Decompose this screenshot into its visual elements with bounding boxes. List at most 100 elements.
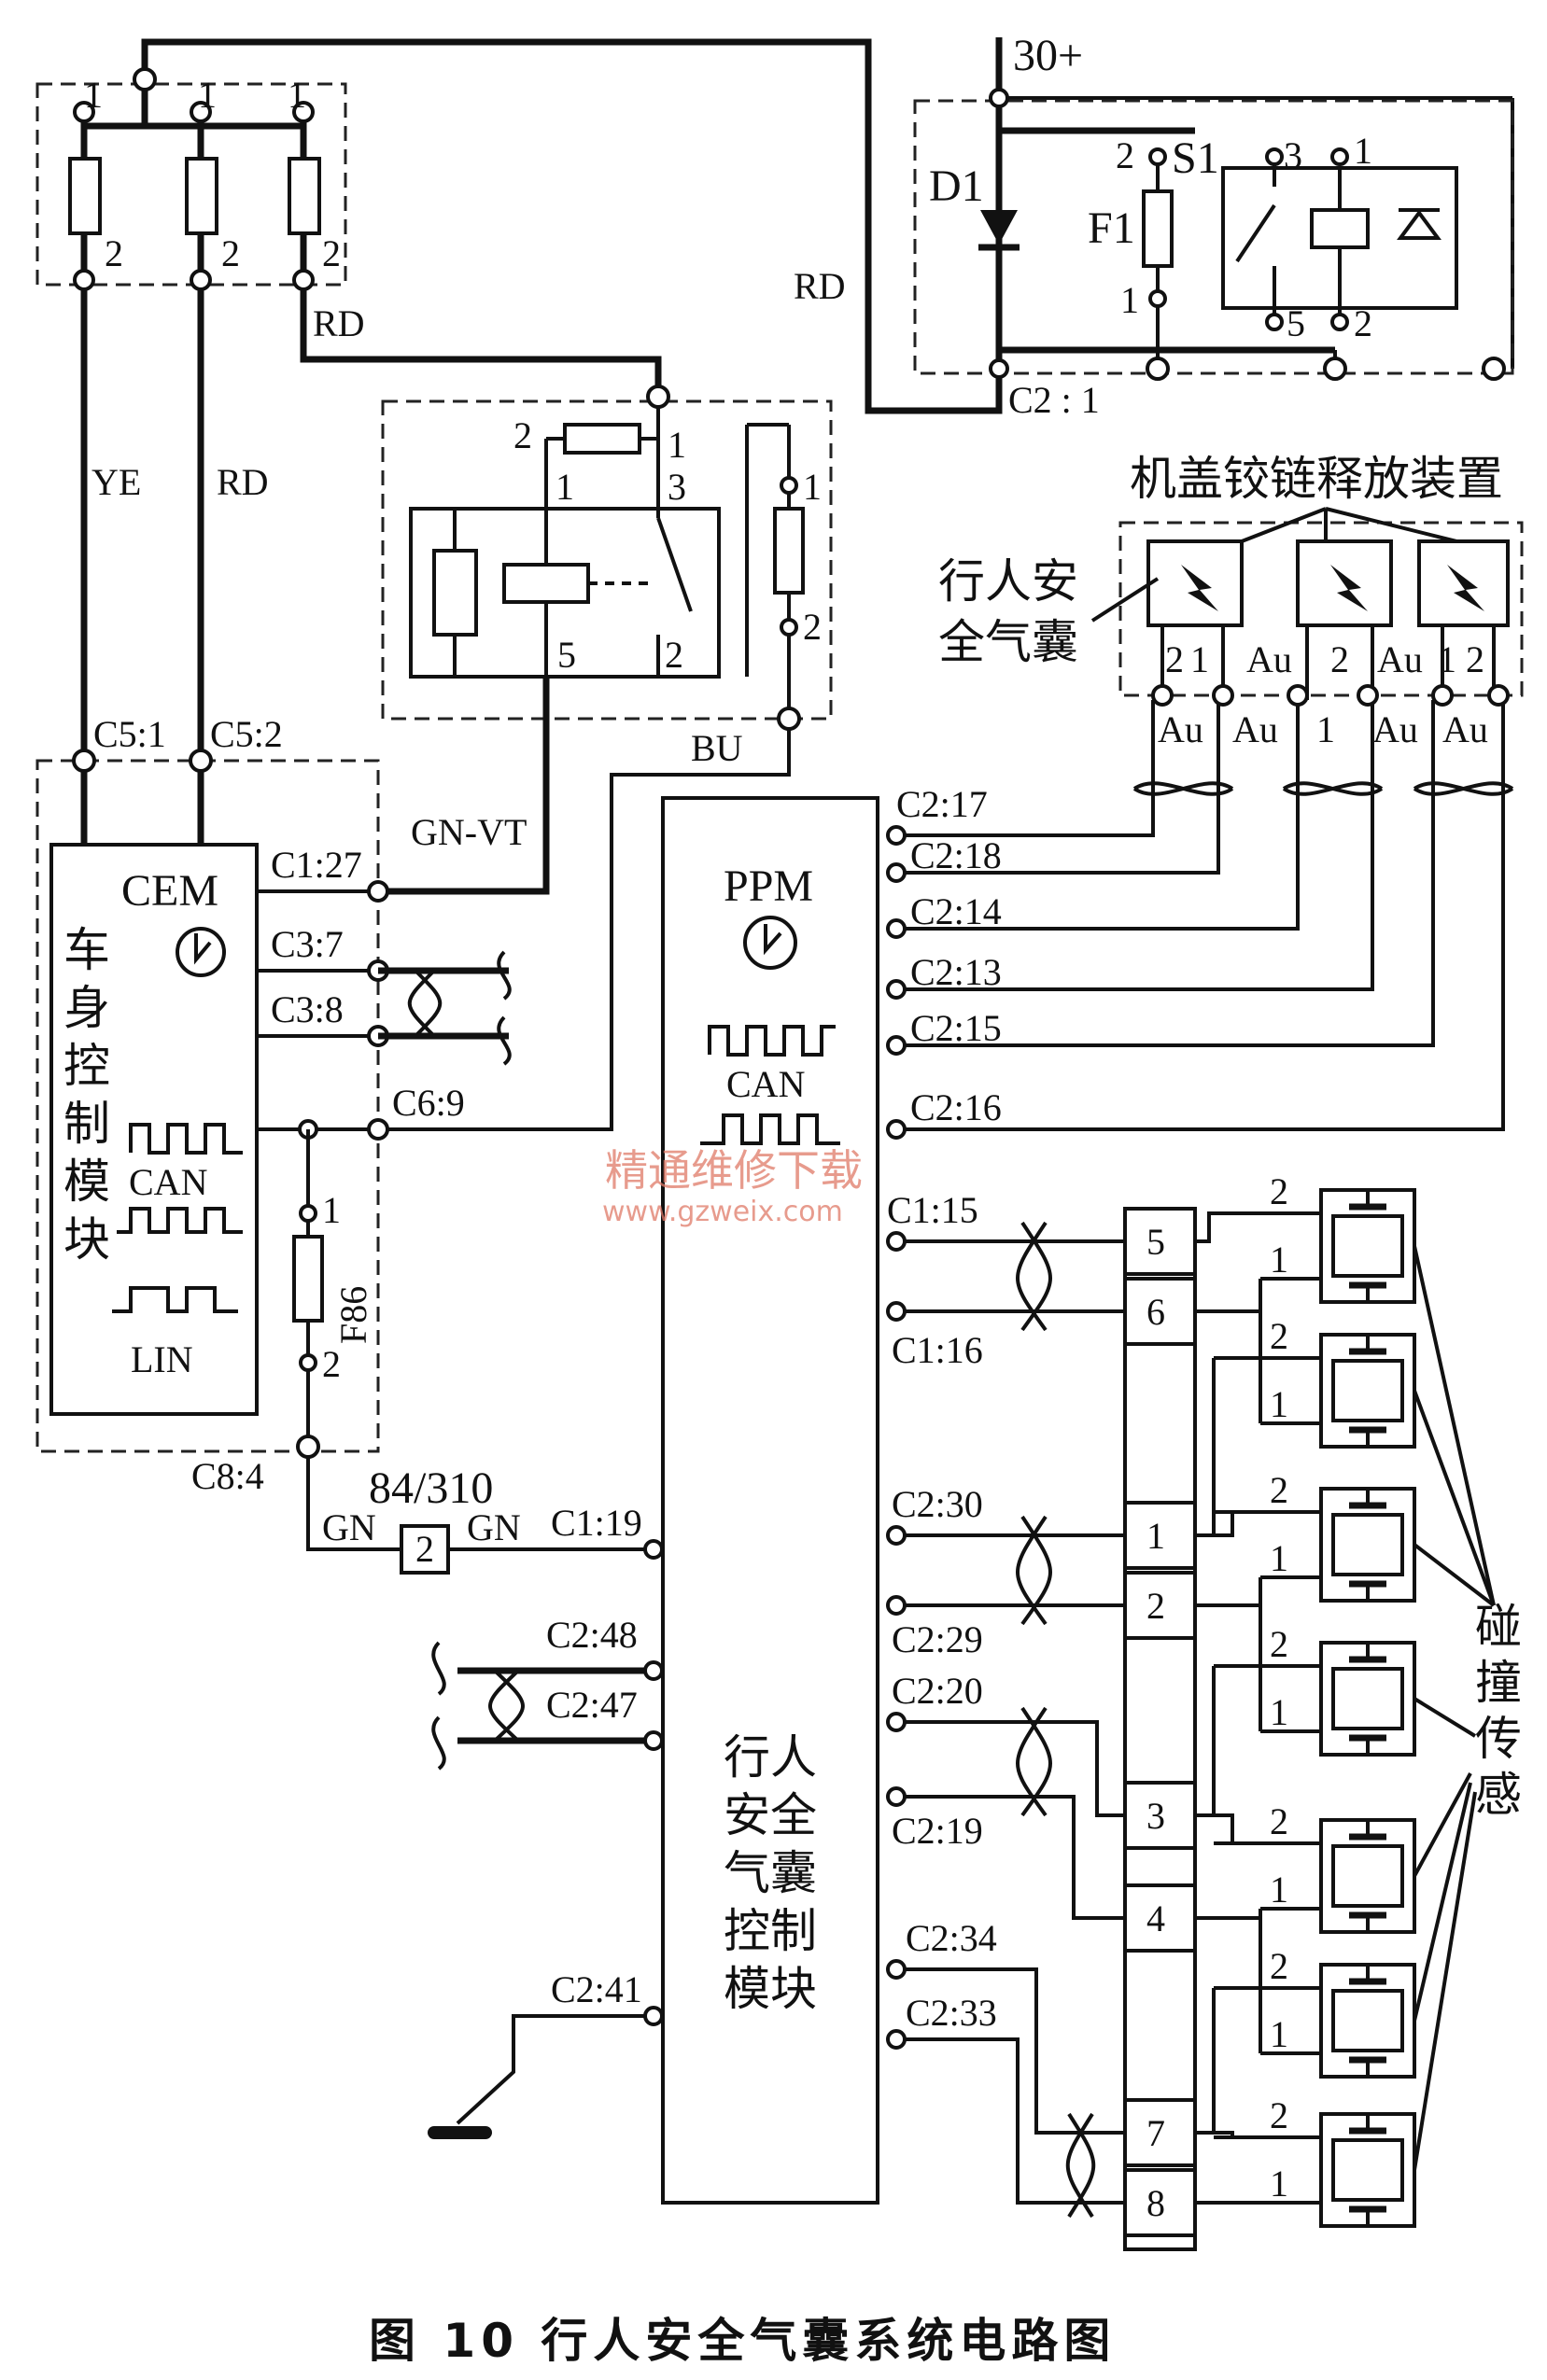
switch-s1-label: S1 bbox=[1172, 133, 1219, 183]
connector-c2-15: C2:15 bbox=[910, 1007, 1002, 1049]
wire-color-gn: GN bbox=[467, 1506, 521, 1548]
pin-label: 2 bbox=[1116, 134, 1134, 176]
wire-color-gn: GN bbox=[322, 1506, 376, 1548]
clock-icon bbox=[176, 927, 226, 977]
relay-switch-s1 bbox=[1221, 147, 1458, 331]
watermark: 精通维修下载 www.gzweix.com bbox=[602, 1145, 863, 1228]
ppm-module: PPM CAN 行人安全气囊控制模块 C1:19 C2:48 C2:47 C2:… bbox=[428, 796, 879, 2205]
connector-c2-47: C2:47 bbox=[546, 1684, 638, 1726]
connector-c2-33: C2:33 bbox=[906, 1992, 997, 2034]
sensor-pin: 2 bbox=[1270, 1315, 1288, 1357]
ppm-code: PPM bbox=[724, 861, 813, 911]
sensor-connector-pin: 8 bbox=[1146, 2182, 1165, 2224]
sensor-pin: 1 bbox=[1270, 1239, 1288, 1281]
sensor-pin: 1 bbox=[1270, 1537, 1288, 1579]
crash-sensor: 21 bbox=[1195, 1603, 1416, 1817]
wire-color-bu: BU bbox=[691, 727, 743, 769]
relay-pin: 1 bbox=[803, 466, 822, 508]
junction-label: 84/310 bbox=[369, 1463, 493, 1513]
svg-text:车身控制模块: 车身控制模块 bbox=[63, 923, 110, 1267]
fuse-pin: 2 bbox=[322, 232, 341, 274]
sensor-pin: 2 bbox=[1270, 1469, 1288, 1511]
connector-c2-20: C2:20 bbox=[892, 1670, 983, 1712]
connector-c3-8: C3:8 bbox=[271, 988, 344, 1030]
fuse-pin: 2 bbox=[105, 232, 123, 274]
pin-label: 5 bbox=[1287, 302, 1305, 344]
connector-c2-41: C2:41 bbox=[551, 1968, 642, 2010]
diode-label: D1 bbox=[929, 161, 984, 211]
clock-icon bbox=[743, 916, 797, 970]
svg-text:撞: 撞 bbox=[1475, 1656, 1522, 1710]
crash-sensor: 21 bbox=[1195, 2094, 1416, 2228]
hood-wire-label: 1 bbox=[1316, 708, 1335, 750]
svg-text:传: 传 bbox=[1475, 1712, 1522, 1766]
pin-label: 1 bbox=[1120, 279, 1139, 321]
wire-color-ye: YE bbox=[91, 461, 141, 503]
hood-wire-label: Au bbox=[1232, 708, 1278, 750]
fuse-f1-label: F1 bbox=[1088, 203, 1135, 253]
fuse-f86-pin: 2 bbox=[322, 1343, 341, 1385]
connector-c2-30: C2:30 bbox=[892, 1483, 983, 1525]
sensor-pin: 2 bbox=[1270, 2094, 1288, 2136]
sensor-pin: 1 bbox=[1270, 2163, 1288, 2205]
airbag-label-line1: 行人安 bbox=[938, 554, 1078, 609]
relay-pin: 2 bbox=[665, 634, 683, 676]
hood-pin: Au bbox=[1246, 638, 1292, 680]
pin-label: 1 bbox=[1354, 130, 1372, 172]
hood-wire-label: Au bbox=[1442, 708, 1488, 750]
connector-c8-4: C8:4 bbox=[191, 1455, 264, 1497]
connector-c6-9: C6:9 bbox=[392, 1082, 465, 1124]
supply-box: 30+ D1 F1 S1 2 3 1 1 5 2 C2 : 1 bbox=[913, 31, 1514, 421]
crash-sensor: 21 bbox=[1195, 1916, 1416, 2135]
fuse-pin: 1 bbox=[198, 74, 217, 116]
svg-text:行人安全气囊控制模块: 行人安全气囊控制模块 bbox=[724, 1730, 817, 2016]
cem-bus-can: CAN bbox=[129, 1161, 207, 1203]
connector-c2-18: C2:18 bbox=[910, 834, 1002, 876]
fuse-f1 bbox=[1142, 147, 1174, 350]
sensor-connector-pin: 3 bbox=[1146, 1795, 1165, 1837]
connector-c5-2: C5:2 bbox=[210, 713, 283, 755]
connector-c2-1: C2 : 1 bbox=[1008, 379, 1100, 421]
cem-bus-lin: LIN bbox=[131, 1338, 193, 1380]
sensor-connector-cell bbox=[1123, 1501, 1197, 1570]
hood-pin: 2 bbox=[1466, 638, 1484, 680]
relay-pin: 1 bbox=[556, 466, 574, 508]
junction-pin: 2 bbox=[415, 1528, 434, 1570]
connector-c2-17: C2:17 bbox=[896, 783, 988, 825]
power-wiring bbox=[141, 37, 1514, 414]
junction-84-310: 2 84/310 GN GN bbox=[306, 1456, 654, 1575]
wire-color-rd: RD bbox=[794, 265, 846, 307]
connector-c2-48: C2:48 bbox=[546, 1614, 638, 1656]
sensor-connector-pin: 5 bbox=[1146, 1221, 1165, 1263]
cem-code: CEM bbox=[121, 866, 218, 916]
crash-sensor-label: 碰 撞 传 感 bbox=[1413, 1245, 1522, 2171]
figure-caption: 图 10 行人安全气囊系统电路图 bbox=[369, 2314, 1116, 2368]
airbag-label-line2: 全气囊 bbox=[938, 615, 1078, 669]
hood-pin: 1 bbox=[1438, 638, 1456, 680]
svg-text:感: 感 bbox=[1475, 1768, 1522, 1822]
connector-c2-19: C2:19 bbox=[892, 1810, 983, 1852]
sensor-pin: 1 bbox=[1270, 1691, 1288, 1733]
hood-release-title: 机盖铰链释放装置 bbox=[1130, 452, 1503, 506]
sensor-connector-pin: 4 bbox=[1146, 1897, 1165, 1939]
sensor-pin: 1 bbox=[1270, 2013, 1288, 2055]
sensor-connector-pin: 7 bbox=[1146, 2112, 1165, 2154]
sensor-connector-pin: 1 bbox=[1146, 1515, 1165, 1557]
cem-name: 车身控制模块 bbox=[63, 923, 110, 1267]
sensor-connector-cell bbox=[1123, 1277, 1197, 1346]
connector-c1-27: C1:27 bbox=[271, 844, 362, 886]
fuse-pin: 1 bbox=[84, 74, 103, 116]
relay-pin: 3 bbox=[668, 466, 686, 508]
hood-wire-label: Au bbox=[1158, 708, 1203, 750]
connector-c2-29: C2:29 bbox=[892, 1618, 983, 1660]
crash-sensor: 21 bbox=[1195, 1170, 1416, 1313]
igniter-icon bbox=[1181, 565, 1484, 611]
hood-pin: Au bbox=[1377, 638, 1423, 680]
can-waveform-icon bbox=[112, 1123, 243, 1313]
sensor-pin: 2 bbox=[1270, 1945, 1288, 1987]
fuse-pin: 1 bbox=[288, 74, 306, 116]
sensor-pin: 1 bbox=[1270, 1869, 1288, 1911]
pin-label: 3 bbox=[1284, 134, 1302, 176]
